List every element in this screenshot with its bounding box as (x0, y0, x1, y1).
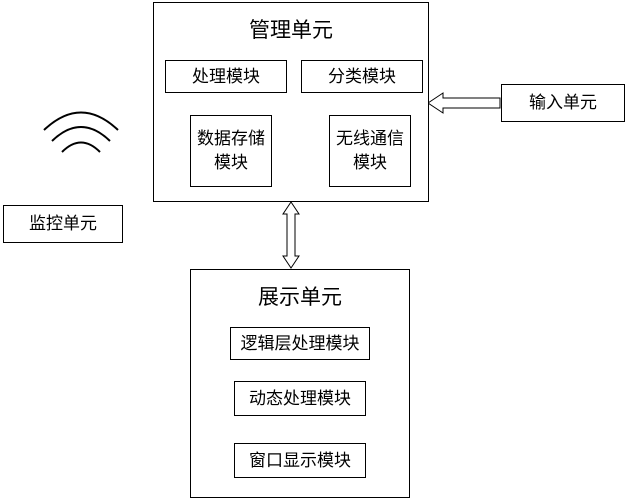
wireless-comm-module-label: 无线通信 模块 (336, 129, 404, 173)
processing-module-label: 处理模块 (192, 66, 260, 87)
input-unit-box: 输入单元 (501, 84, 625, 122)
logic-layer-module: 逻辑层处理模块 (230, 327, 370, 360)
processing-module: 处理模块 (165, 60, 287, 93)
dynamic-processing-module: 动态处理模块 (234, 381, 366, 416)
management-unit-box: 管理单元 处理模块 分类模块 数据存储 模块 无线通信 模块 (153, 2, 429, 202)
management-display-bidirectional-arrow (282, 201, 300, 269)
wifi-signal-icon (43, 111, 119, 153)
display-unit-title: 展示单元 (258, 285, 342, 309)
management-unit-title: 管理单元 (249, 18, 333, 42)
monitor-unit-label: 监控单元 (29, 214, 97, 234)
classification-module-label: 分类模块 (328, 66, 396, 87)
monitor-unit-box: 监控单元 (3, 205, 123, 243)
data-storage-module: 数据存储 模块 (190, 115, 272, 187)
wireless-comm-module: 无线通信 模块 (329, 115, 411, 187)
input-to-management-arrow (427, 92, 501, 114)
input-unit-label: 输入单元 (529, 93, 597, 113)
window-display-module-label: 窗口显示模块 (249, 450, 351, 471)
display-unit-box: 展示单元 逻辑层处理模块 动态处理模块 窗口显示模块 (190, 269, 410, 498)
data-storage-module-label: 数据存储 模块 (197, 129, 265, 173)
dynamic-processing-module-label: 动态处理模块 (249, 388, 351, 409)
logic-layer-module-label: 逻辑层处理模块 (240, 333, 360, 354)
classification-module: 分类模块 (301, 60, 423, 93)
window-display-module: 窗口显示模块 (234, 443, 366, 478)
